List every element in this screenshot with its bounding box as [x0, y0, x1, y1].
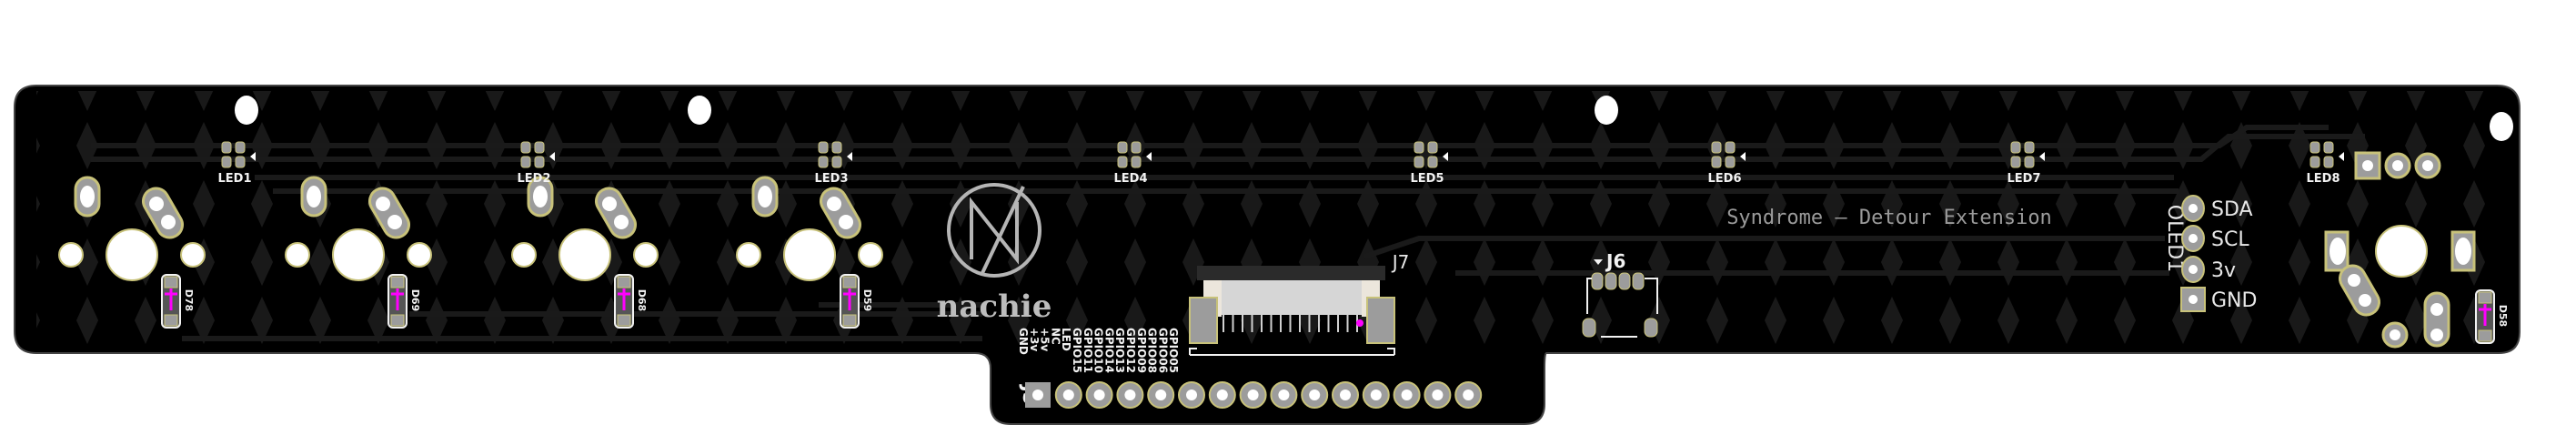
j7-ref: J7 [1391, 251, 1410, 273]
j5-pin [1393, 381, 1421, 409]
j5-pin-label: GPIO12 [1124, 328, 1137, 373]
j5-pin-label: +3v [1028, 328, 1041, 351]
j6-connector: J6 [1582, 250, 1658, 338]
diode-footprint: D78 [161, 274, 195, 329]
j5-pin [1270, 381, 1298, 409]
mounting-hole [235, 96, 258, 125]
diode-footprint: D68 [614, 274, 648, 329]
j5-pin [1147, 381, 1175, 409]
j5-pin-label: +5v [1039, 328, 1052, 351]
logo-text: nachie [937, 288, 1052, 325]
led-footprint: LED7 [2007, 141, 2045, 186]
switch-footprint [511, 176, 659, 281]
oled-pin-label: SCL [2211, 228, 2249, 251]
j6-ref: J6 [1605, 250, 1625, 272]
j5-pin-label: GPIO13 [1113, 328, 1126, 373]
led-footprint: LED3 [814, 141, 852, 186]
j5-pin [1362, 381, 1390, 409]
led-label: LED4 [1113, 172, 1147, 186]
diode-label: D58 [2497, 305, 2509, 327]
logo-circle [947, 183, 1041, 278]
j7-connector: J7 [1189, 251, 1410, 356]
j5-pin-label: LED [1060, 328, 1072, 351]
diode-footprint: D69 [387, 274, 421, 329]
oled-pin: SDA [2181, 195, 2253, 222]
switch-footprint [58, 176, 206, 281]
j5-pin [1239, 381, 1267, 409]
mounting-hole [688, 96, 711, 125]
switch-footprint [736, 176, 883, 281]
led-label: LED5 [1410, 172, 1444, 186]
j5-pin-label: GPIO06 [1156, 328, 1169, 373]
led-footprint: LED5 [1410, 141, 1448, 186]
j5-pin [1116, 381, 1144, 409]
j5-pin [1301, 381, 1329, 409]
diode-label: D59 [861, 289, 873, 311]
j5-pin-label: NC [1049, 328, 1062, 345]
oled-pin: SCL [2181, 225, 2249, 252]
oled-pin: GND [2180, 287, 2257, 312]
j5-pin-label: GPIO08 [1146, 328, 1159, 373]
oled-pin-label: 3v [2211, 259, 2236, 282]
j5-header: J5 GND+3v+5vNCLEDGPIO15GPIO11GPIO10GPIO1… [1017, 328, 1483, 409]
j5-pin [1208, 381, 1236, 409]
led8-header [2354, 151, 2441, 180]
diode-label: D69 [409, 289, 421, 311]
traces [91, 125, 2365, 341]
j5-pin [1454, 381, 1483, 409]
j5-pin-label: GPIO11 [1082, 328, 1094, 373]
oled-pin-label: SDA [2211, 198, 2253, 221]
diode-label: D78 [183, 289, 195, 311]
j5-pin [1054, 381, 1082, 409]
led-footprint: LED6 [1707, 141, 1746, 186]
led-label: LED1 [217, 172, 251, 186]
j5-pin-label: GPIO10 [1092, 328, 1105, 373]
nachie-logo: nachie [937, 183, 1052, 325]
led-label: LED6 [1707, 172, 1741, 186]
led-label: LED3 [814, 172, 848, 186]
board-title: Syndrome — Detour Extension [1726, 207, 2052, 229]
led-footprint: LED1 [217, 141, 256, 186]
j5-pin [1085, 381, 1113, 409]
oled-pin: 3v [2181, 256, 2236, 283]
j5-pin [1424, 381, 1452, 409]
j5-pin [1025, 382, 1051, 408]
j5-pin-label: GPIO14 [1102, 328, 1115, 373]
led-footprint: LED8 [2306, 141, 2344, 186]
mounting-hole [2490, 112, 2513, 141]
j5-pin-label: GPIO09 [1135, 328, 1148, 373]
led-label: LED7 [2007, 172, 2040, 186]
diode-footprint: D58 [2475, 289, 2509, 344]
j5-pin-label: GND [1017, 328, 1030, 355]
led-label: LED8 [2306, 172, 2340, 186]
led-label: LED2 [517, 172, 550, 186]
diode-footprint: D59 [840, 274, 873, 329]
mounting-hole [1595, 96, 1618, 125]
led-footprint: LED4 [1113, 141, 1152, 186]
j5-pin-label: GPIO15 [1071, 328, 1083, 373]
diode-label: D68 [636, 289, 648, 311]
j5-pin [1332, 381, 1359, 409]
right-switch-footprint [2324, 225, 2476, 349]
switch-footprint [285, 176, 432, 281]
j5-pin [1178, 381, 1205, 409]
j5-pin-label: GPIO05 [1167, 328, 1180, 373]
oled-pin-label: GND [2211, 289, 2257, 312]
led-footprint: LED2 [517, 141, 555, 186]
